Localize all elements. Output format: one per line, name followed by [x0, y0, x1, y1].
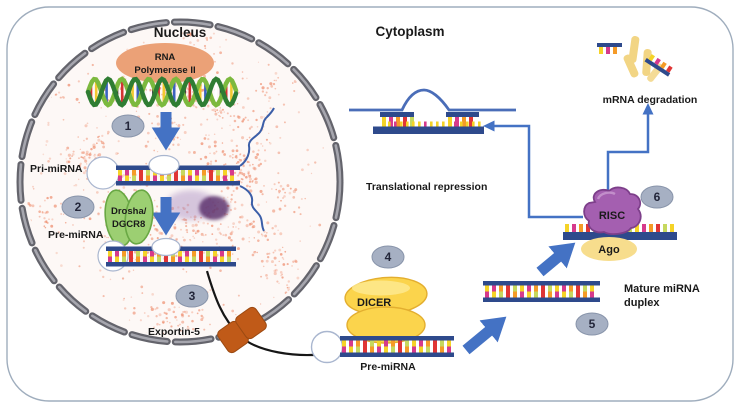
mature-duplex-label-2: duplex [624, 297, 660, 309]
risc-label: RISC [599, 210, 625, 222]
pri-mirna-tail-up [239, 107, 275, 167]
step-6-badge: 6 [640, 185, 674, 209]
pri-mirna-tail-down [239, 185, 265, 232]
nucleus-label: Nucleus [154, 25, 207, 40]
pre-mirna-nuclear-label: Pre-miRNA [48, 229, 104, 241]
pri-mirna-blob-top [148, 154, 180, 176]
step-5-badge: 5 [575, 312, 609, 336]
nuclear-pore-exportin5 [217, 306, 267, 354]
pri-mirna-blob-left [86, 156, 120, 190]
dicer [344, 276, 428, 344]
mature-duplex-label-1: Mature miRNA [624, 283, 700, 295]
arrow-dicing [462, 316, 507, 355]
mrna-degradation-label: mRNA degradation [603, 94, 698, 106]
rna-polymerase-label-1: RNA [155, 52, 176, 63]
svg-text:3: 3 [189, 289, 196, 303]
pri-mirna-label: Pri-miRNA [30, 163, 83, 175]
drosha-dgcr8: Drosha/ DGCR8 [104, 189, 154, 247]
pre-mirna-cytoplasmic-label: Pre-miRNA [360, 361, 416, 373]
target-mrna-line [349, 88, 516, 112]
arrow-risc-loading [536, 242, 576, 277]
translational-repression-assembly [349, 88, 516, 134]
step-3-badge: 3 [175, 284, 209, 308]
risc-complex [583, 186, 642, 235]
mirna-guide-bar [373, 126, 484, 134]
dicer-label: DICER [357, 297, 391, 309]
ago-protein [581, 237, 637, 261]
pre-mirna-loop [310, 330, 344, 364]
rna-polymerase-label-2: Polymerase II [134, 65, 195, 76]
ago-label: Ago [598, 244, 620, 256]
svg-text:6: 6 [654, 190, 661, 204]
drosha-label-2: DGCR8 [112, 219, 145, 230]
svg-text:5: 5 [589, 317, 596, 331]
cytoplasm-label: Cytoplasm [375, 24, 444, 39]
pre-mirna-blob-top [151, 237, 181, 257]
exportin5-label: Exportin-5 [148, 326, 200, 338]
risc-highlight [596, 191, 616, 200]
nuclear-membrane-core [18, 20, 342, 344]
svg-text:1: 1 [125, 119, 132, 133]
mature-mirna-duplex [483, 281, 600, 302]
step-4-badge: 4 [371, 245, 405, 269]
mrna-degradation-fragments [597, 36, 673, 82]
svg-text:2: 2 [75, 200, 82, 214]
step-1-badge: 1 [111, 114, 145, 138]
connector-mrna-degradation [606, 103, 654, 204]
connector-translational-repression [483, 120, 583, 219]
svg-text:4: 4 [385, 250, 392, 264]
pre-mirna-strand-cytoplasmic [340, 336, 454, 357]
step-2-badge: 2 [61, 195, 95, 219]
drosha-label-1: Drosha/ [111, 206, 147, 217]
translational-repression-label: Translational repression [366, 181, 487, 193]
dna-helix [85, 76, 239, 108]
rna-polymerase [116, 43, 214, 83]
